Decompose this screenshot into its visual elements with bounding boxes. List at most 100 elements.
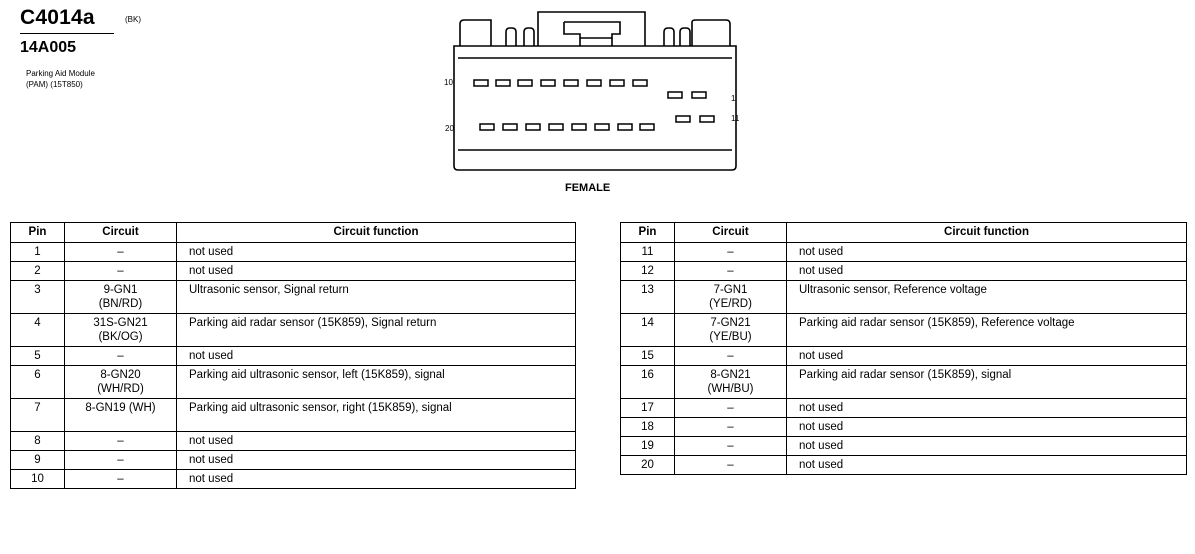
- table-header-row: Pin Circuit Circuit function: [10, 222, 576, 243]
- circuit-code: –: [674, 242, 787, 262]
- circuit-code-line: –: [727, 350, 734, 362]
- circuit-function: Ultrasonic sensor, Signal return: [176, 280, 576, 314]
- module-name-line1: Parking Aid Module: [26, 69, 95, 78]
- title-underline: [20, 33, 114, 34]
- module-name-line2: (PAM) (15T850): [26, 80, 83, 89]
- pin-number: 4: [10, 313, 65, 347]
- circuit-code-line: –: [727, 402, 734, 414]
- pin-number: 13: [620, 280, 675, 314]
- pin-cavities: [473, 79, 715, 131]
- pin-number: 19: [620, 436, 675, 456]
- circuit-code: 8-GN20 (WH/RD): [64, 365, 177, 399]
- table-row: 6 8-GN20 (WH/RD) Parking aid ultrasonic sen…: [10, 365, 576, 399]
- pin-number: 7: [10, 398, 65, 432]
- connector-face-diagram: 10 1 20 11: [444, 11, 740, 171]
- circuit-code-line: –: [117, 246, 124, 258]
- circuit-code-line: 8-GN21: [710, 369, 751, 381]
- table-row: 10–not used: [10, 469, 576, 489]
- pin-label-20: 20: [445, 124, 454, 133]
- circuit-code: –: [64, 346, 177, 366]
- pin-number: 11: [620, 242, 675, 262]
- circuit-function: not used: [786, 346, 1187, 366]
- circuit-code: 8-GN21 (WH/BU): [674, 365, 787, 399]
- circuit-code-line: 9-GN1: [103, 284, 138, 296]
- circuit-code-line: –: [727, 459, 734, 471]
- circuit-code: –: [674, 455, 787, 475]
- pin-number: 14: [620, 313, 675, 347]
- connector-housing: [453, 11, 737, 171]
- circuit-function: not used: [176, 450, 576, 470]
- circuit-code: –: [674, 398, 787, 418]
- circuit-code-line: (YE/BU): [709, 331, 752, 343]
- pin-number: 6: [10, 365, 65, 399]
- pin-number: 9: [10, 450, 65, 470]
- pin-number: 20: [620, 455, 675, 475]
- pin-label-1: 1: [731, 94, 736, 103]
- column-header-function: Circuit function: [786, 222, 1187, 243]
- circuit-code: –: [674, 261, 787, 281]
- pin-number: 10: [10, 469, 65, 489]
- circuit-code: –: [674, 436, 787, 456]
- circuit-function: Parking aid ultrasonic sensor, left (15K…: [176, 365, 576, 399]
- circuit-code-line: [69, 415, 172, 429]
- pin-number: 12: [620, 261, 675, 281]
- circuit-code-line: (BK/OG): [98, 331, 143, 343]
- circuit-code-line: 7-GN1: [713, 284, 748, 296]
- circuit-function: not used: [786, 436, 1187, 456]
- circuit-function: Parking aid ultrasonic sensor, right (15…: [176, 398, 576, 432]
- circuit-code-line: (WH/RD): [97, 383, 144, 395]
- pin-label-10: 10: [444, 78, 453, 87]
- circuit-function: Parking aid radar sensor (15K859), Refer…: [786, 313, 1187, 347]
- column-header-function: Circuit function: [176, 222, 576, 243]
- table-row: 15–not used: [620, 346, 1187, 366]
- circuit-function: not used: [176, 261, 576, 281]
- circuit-code-line: 31S-GN21: [93, 317, 148, 329]
- circuit-function: not used: [786, 242, 1187, 262]
- table-row: 4 31S-GN21 (BK/OG) Parking aid radar sensor…: [10, 313, 576, 347]
- pin-label-11: 11: [731, 114, 740, 123]
- column-header-circuit: Circuit: [64, 222, 177, 243]
- table-row: 19 – not used: [620, 436, 1187, 456]
- circuit-code-line: 8-GN20: [100, 369, 141, 381]
- view-label: FEMALE: [565, 182, 611, 194]
- pin-number: 8: [10, 431, 65, 451]
- table-header-row: Pin Circuit Circuit function: [620, 222, 1187, 243]
- table-row: 7 8-GN19 (WH) Parking aid ultrasonic senso…: [10, 398, 576, 432]
- circuit-function: Parking aid radar sensor (15K859), Signa…: [176, 313, 576, 347]
- circuit-code-line: –: [727, 421, 734, 433]
- table-row: 18–not used: [620, 417, 1187, 437]
- circuit-code-line: 8-GN19 (WH): [85, 402, 156, 414]
- table-row: 5 – not used: [10, 346, 576, 366]
- circuit-function: not used: [176, 431, 576, 451]
- table-row: 2–not used: [10, 261, 576, 281]
- pin-table-right: Pin Circuit Circuit function 11–not used…: [620, 222, 1187, 475]
- circuit-function: not used: [786, 398, 1187, 418]
- circuit-code: 7-GN1 (YE/RD): [674, 280, 787, 314]
- pin-number: 17: [620, 398, 675, 418]
- circuit-code-line: (YE/RD): [709, 298, 752, 310]
- table-row: 20–not used: [620, 455, 1187, 475]
- circuit-code-line: –: [117, 473, 124, 485]
- connector-id: C4014a: [20, 6, 95, 29]
- circuit-code-line: –: [117, 350, 124, 362]
- connector-color: (BK): [125, 15, 141, 24]
- table-row: 17 – not used: [620, 398, 1187, 418]
- pin-number: 5: [10, 346, 65, 366]
- circuit-function: not used: [176, 346, 576, 366]
- part-number: 14A005: [20, 39, 77, 56]
- circuit-code-line: (WH/BU): [707, 383, 754, 395]
- circuit-code-line: –: [727, 246, 734, 258]
- circuit-code: –: [64, 431, 177, 451]
- circuit-code-line: –: [727, 440, 734, 452]
- circuit-code-line: –: [117, 435, 124, 447]
- column-header-pin: Pin: [10, 222, 65, 243]
- circuit-code-line: (BN/RD): [98, 298, 143, 310]
- pin-number: 16: [620, 365, 675, 399]
- circuit-code: –: [674, 346, 787, 366]
- column-header-circuit: Circuit: [674, 222, 787, 243]
